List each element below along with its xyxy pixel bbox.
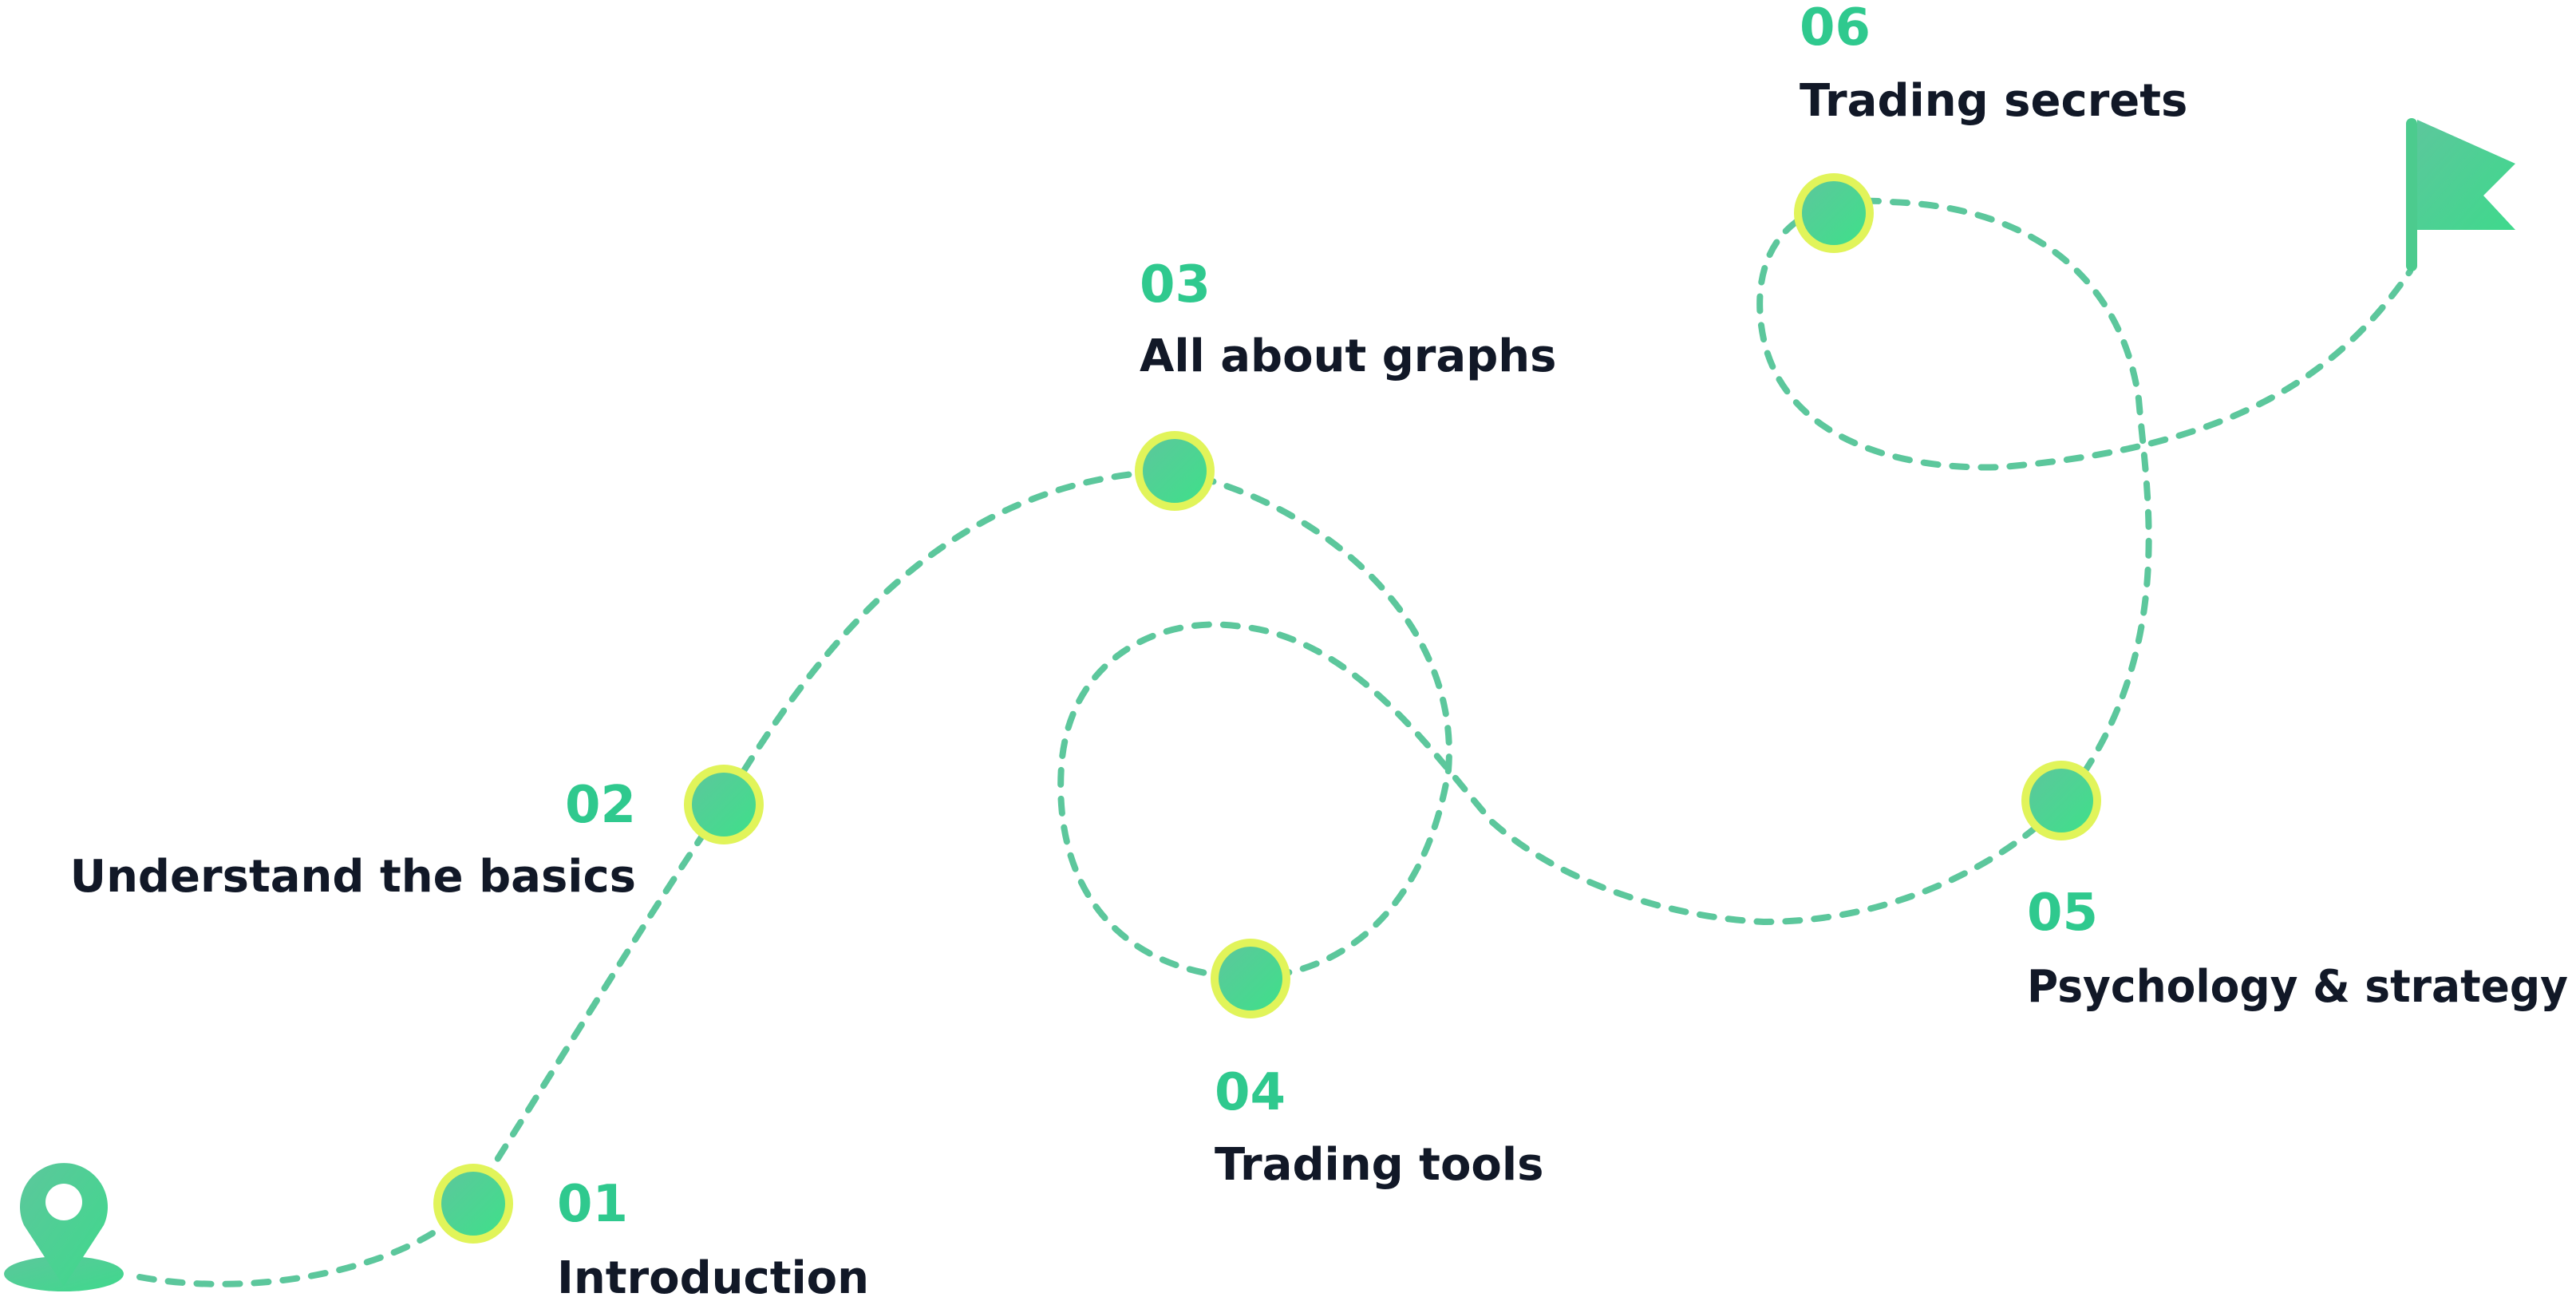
step-title-03: All about graphs (1140, 330, 1556, 382)
step-title-04: Trading tools (1215, 1139, 1543, 1191)
step-title-05: Psychology & strategy (2027, 961, 2568, 1013)
milestone-node-02[interactable] (684, 765, 764, 844)
step-number-02: 02 (565, 776, 636, 835)
flag-icon (2406, 118, 2515, 271)
roadmap-path (136, 197, 2413, 1287)
step-number-06: 06 (1800, 0, 1871, 57)
step-number-03: 03 (1140, 255, 1211, 314)
step-number-01: 01 (557, 1175, 628, 1234)
step-number-05: 05 (2027, 884, 2098, 943)
milestone-node-05[interactable] (2021, 761, 2101, 840)
milestone-node-01[interactable] (433, 1164, 513, 1244)
step-number-04: 04 (1215, 1063, 1286, 1122)
step-title-06: Trading secrets (1800, 75, 2187, 127)
milestone-node-03[interactable] (1135, 431, 1215, 511)
map-pin-icon (4, 1163, 124, 1291)
step-title-02: Understand the basics (70, 851, 636, 903)
milestone-node-04[interactable] (1211, 939, 1290, 1018)
step-title-01: Introduction (557, 1252, 869, 1304)
milestone-node-06[interactable] (1794, 173, 1874, 253)
